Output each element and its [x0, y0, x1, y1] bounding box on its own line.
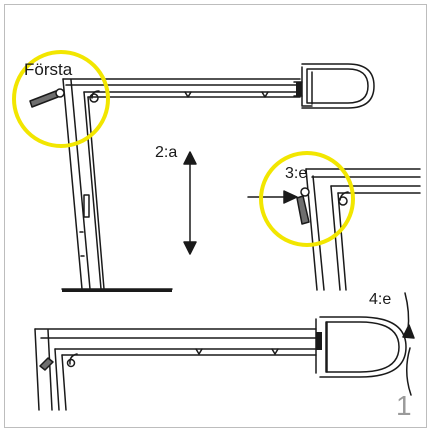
step3-label: 3:e — [285, 165, 308, 182]
detail-frame — [305, 168, 421, 291]
page-number: 1 — [396, 390, 412, 421]
frame-left-leg — [62, 78, 105, 290]
step1-label: Första — [24, 60, 73, 79]
step1-lock-lever-icon — [29, 88, 65, 108]
highlight-circle-step1 — [12, 50, 110, 148]
lamp-head-top — [293, 63, 375, 109]
lamp-head-bottom — [315, 316, 407, 378]
highlight-circle-step3 — [259, 151, 355, 247]
step4-label: 4:e — [369, 291, 392, 308]
rotate-arrow-icon — [402, 292, 415, 396]
up-down-arrow-icon — [183, 151, 197, 255]
diagram-frame — [4, 4, 427, 428]
step4-lock-lever-icon — [39, 357, 54, 371]
step3-lock-lever-icon — [296, 187, 310, 225]
step2-label: 2:a — [155, 144, 178, 161]
push-arrow-icon — [247, 190, 298, 204]
frame-clips — [184, 91, 269, 98]
base-plate — [61, 288, 173, 292]
corner-bracket — [89, 90, 100, 103]
frame-top-arm — [62, 78, 301, 98]
folded-arm — [34, 328, 317, 411]
